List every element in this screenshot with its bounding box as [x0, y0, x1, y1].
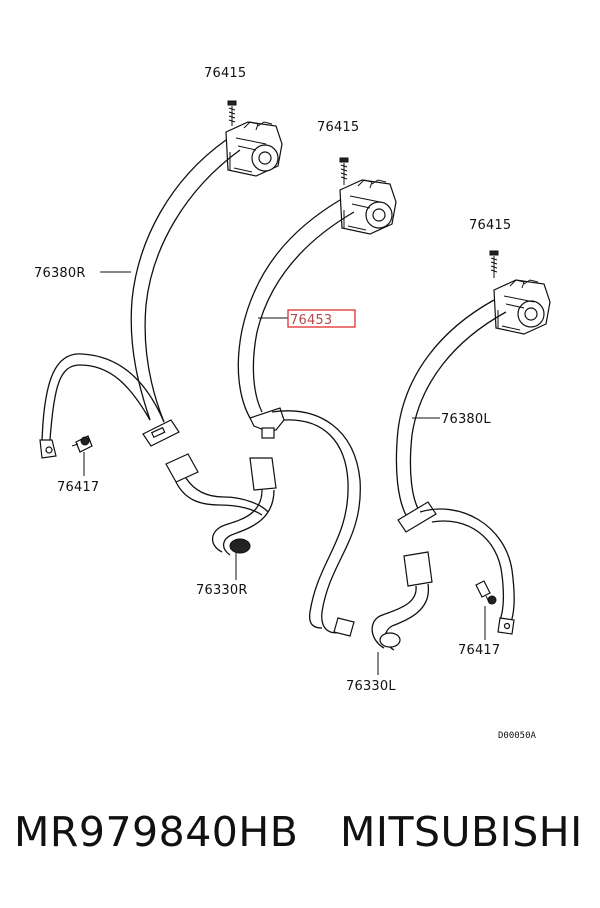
label-bolt-mid: 76415	[317, 120, 359, 135]
retractor-left	[225, 100, 283, 177]
buckle-76330l	[371, 551, 433, 651]
label-anchor-left: 76417	[57, 480, 99, 495]
leader-lines	[83, 271, 486, 675]
label-belt-76380r: 76380R	[34, 266, 86, 281]
label-belt-76380l: 76380L	[441, 412, 491, 427]
anchor-bolt-right	[475, 580, 497, 605]
brand-name: MITSUBISHI	[340, 808, 583, 856]
buckle-76330r	[165, 453, 277, 556]
belt-76453	[237, 199, 361, 637]
drawing-code: D00050A	[498, 731, 537, 741]
label-bolt-right: 76415	[469, 218, 511, 233]
belt-76380r	[39, 139, 241, 459]
belt-76380l	[395, 299, 515, 635]
footer: MR979840HB MITSUBISHI	[0, 808, 600, 868]
highlight-box	[287, 309, 356, 328]
label-buckle-76330l: 76330L	[346, 679, 396, 694]
retractor-right	[489, 250, 551, 335]
anchor-bolt-left	[71, 435, 93, 453]
label-anchor-right: 76417	[458, 643, 500, 658]
label-buckle-76330r: 76330R	[196, 583, 248, 598]
label-bolt-left: 76415	[204, 66, 246, 81]
part-number: MR979840HB	[14, 808, 299, 856]
retractor-middle	[339, 157, 397, 235]
label-highlighted-part[interactable]: 76453	[290, 313, 332, 328]
